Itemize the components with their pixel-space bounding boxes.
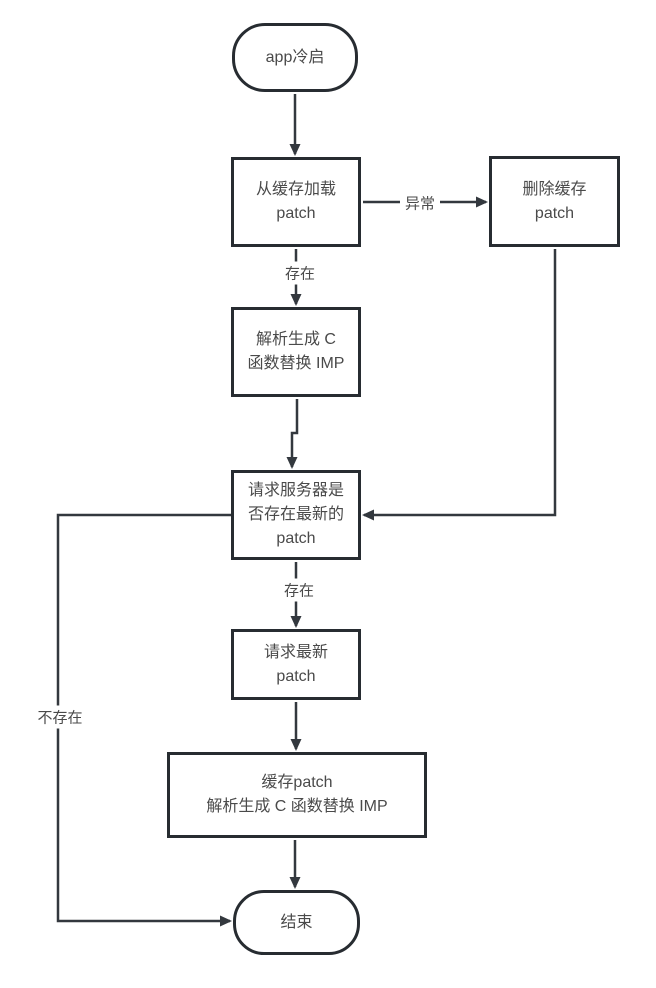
node-parse-generate-line2: 函数替换 IMP bbox=[247, 355, 345, 372]
edge-label-exists-top: 存在 bbox=[279, 261, 321, 285]
node-ask-server-latest-patch: 请求服务器是 否存在最新的 patch bbox=[231, 470, 361, 560]
node-ask-server-line1: 请求服务器是 bbox=[247, 482, 344, 499]
node-load-cache-line1: 从缓存加载 bbox=[255, 181, 336, 198]
node-start-label: app冷启 bbox=[265, 48, 325, 66]
node-load-cache-patch: 从缓存加载 patch bbox=[231, 157, 361, 247]
node-load-cache-line2: patch bbox=[276, 205, 316, 222]
node-ask-server-line2: 否存在最新的 bbox=[247, 506, 344, 523]
node-cache-patch-and-parse: 缓存patch 解析生成 C 函数替换 IMP bbox=[167, 752, 427, 838]
node-request-latest-patch: 请求最新 patch bbox=[231, 629, 361, 700]
node-ask-server-line3: patch bbox=[276, 530, 316, 547]
node-parse-generate-imp: 解析生成 C 函数替换 IMP bbox=[231, 307, 361, 397]
node-request-latest-line1: 请求最新 bbox=[263, 643, 328, 661]
edge-label-not-exists: 不存在 bbox=[32, 705, 88, 729]
node-end: 结束 bbox=[233, 890, 360, 955]
node-parse-generate-line1: 解析生成 C bbox=[255, 331, 336, 348]
node-end-label: 结束 bbox=[280, 913, 313, 931]
node-request-latest-line2: patch bbox=[276, 667, 316, 685]
node-cache-patch-line2: 解析生成 C 函数替换 IMP bbox=[206, 798, 388, 815]
node-delete-cache-line2: patch bbox=[534, 204, 575, 222]
node-delete-cache-patch: 删除缓存 patch bbox=[489, 156, 620, 247]
edge-label-exists-bottom: 存在 bbox=[278, 578, 320, 602]
edge-delete-cache-to-ask-server bbox=[362, 249, 557, 521]
node-delete-cache-line1: 删除缓存 bbox=[522, 180, 587, 198]
edge-parse-imp-to-ask-server bbox=[286, 399, 299, 469]
edge-label-exception: 异常 bbox=[399, 191, 441, 215]
node-cache-patch-line1: 缓存patch bbox=[261, 774, 333, 791]
node-start: app冷启 bbox=[232, 23, 358, 92]
